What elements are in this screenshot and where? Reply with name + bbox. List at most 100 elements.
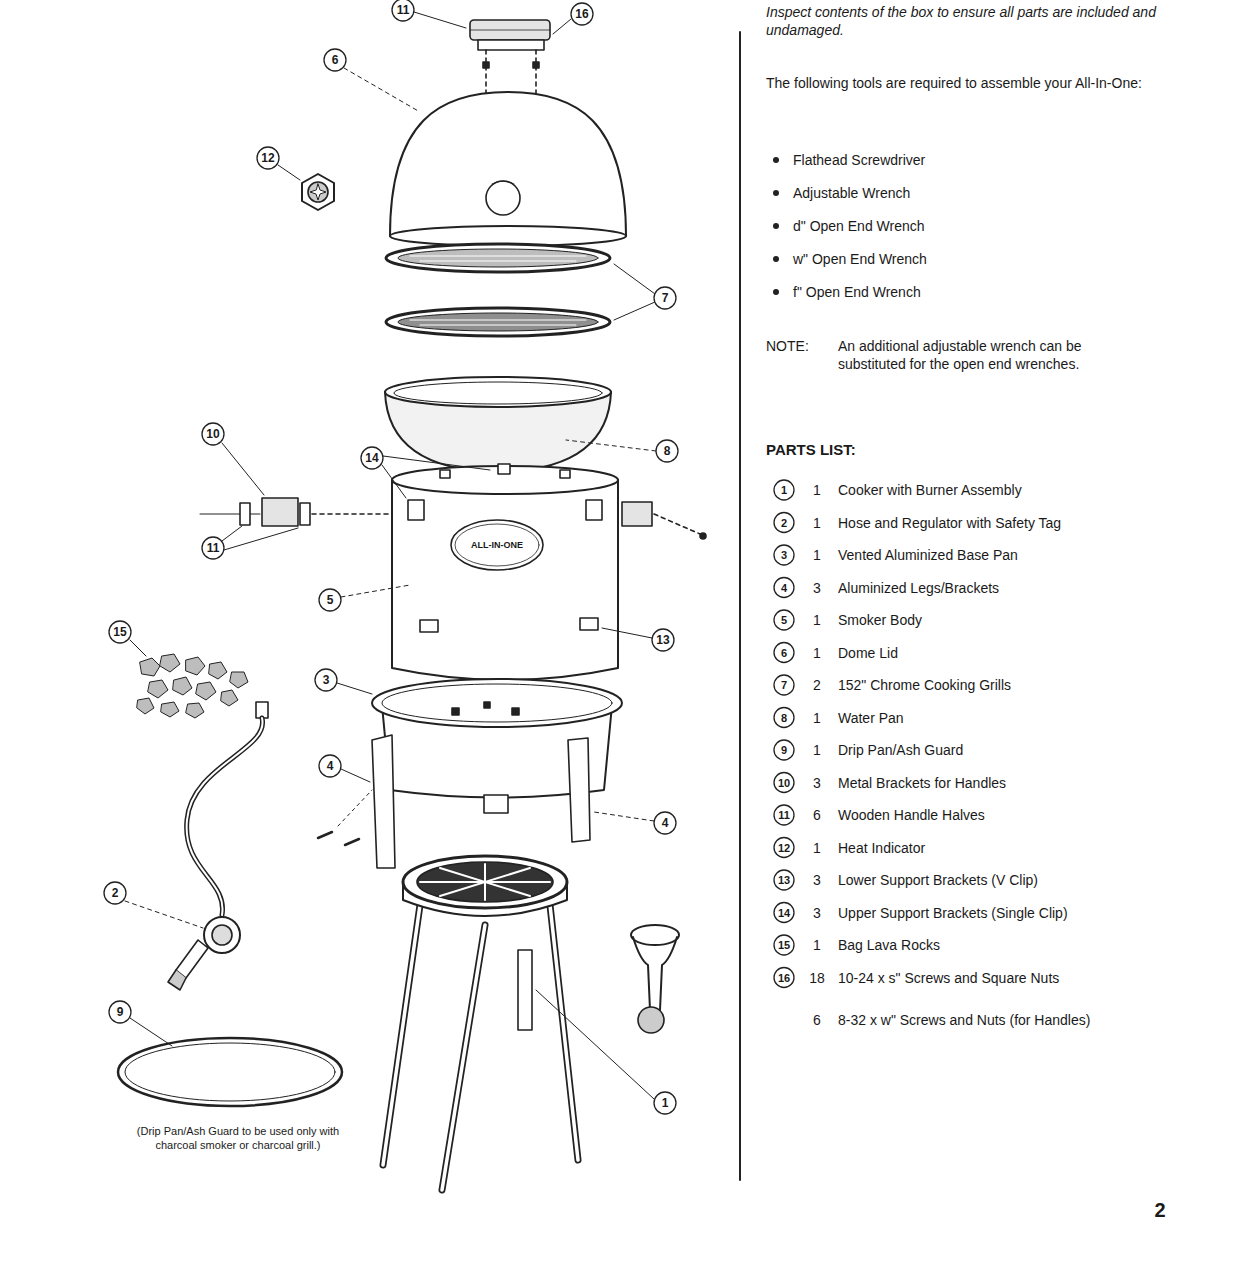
part-quantity: 1 (800, 839, 834, 857)
cooking-grill (386, 244, 610, 272)
part-description: Metal Brackets for Handles (838, 774, 1168, 792)
leader-line (125, 12, 656, 1099)
cooker-burner (417, 862, 553, 902)
smoker-body (420, 620, 438, 632)
water-pan (385, 377, 611, 407)
cooking-grill (410, 320, 586, 321)
handle-assembly (300, 503, 310, 525)
callout-number: 12 (254, 150, 282, 166)
part-number: 5 (770, 612, 798, 628)
leader-line (341, 769, 370, 782)
callout-number: 10 (199, 426, 227, 442)
hose-regulator (187, 718, 263, 915)
leader-line (602, 628, 652, 638)
heat-indicator (302, 174, 334, 210)
part-description: Drip Pan/Ash Guard (838, 741, 1168, 759)
leg-bracket (345, 839, 359, 845)
part-number: 11 (770, 807, 798, 823)
part-description: Dome Lid (838, 644, 1168, 662)
cooking-grill (386, 308, 610, 336)
part-number: 2 (770, 515, 798, 531)
smoker-body (392, 480, 618, 680)
drip-pan (118, 1038, 342, 1106)
bullet-dot (773, 256, 779, 262)
part-description: Cooker with Burner Assembly (838, 481, 1168, 499)
lid-handle (470, 30, 550, 31)
water-pan (385, 377, 611, 472)
part-description: Lower Support Brackets (V Clip) (838, 871, 1168, 889)
part-description: Upper Support Brackets (Single Clip) (838, 904, 1168, 922)
drip-pan (125, 1043, 335, 1101)
part-quantity: 1 (800, 481, 834, 499)
callout-number: 11 (199, 540, 227, 556)
part-quantity: 1 (800, 611, 834, 629)
handle-assembly (200, 498, 706, 539)
part-description: Hose and Regulator with Safety Tag (838, 514, 1168, 532)
part-number: 9 (770, 742, 798, 758)
lava-rocks (186, 657, 205, 675)
callout-number: 1 (651, 1095, 679, 1111)
water-pan (394, 382, 602, 404)
part-description: 152" Chrome Cooking Grills (838, 676, 1168, 694)
hose-regulator (187, 718, 263, 915)
leader-line (130, 1018, 172, 1046)
callout-number: 7 (651, 290, 679, 306)
leader-line (566, 440, 656, 451)
lava-rocks (137, 698, 154, 714)
note-text: An additional adjustable wrench can be s… (838, 337, 1148, 373)
bullet-dot (773, 223, 779, 229)
lava-rocks (137, 654, 248, 718)
leader-line (130, 640, 146, 656)
cooking-grill (420, 325, 576, 326)
lava-rocks (173, 677, 192, 695)
part-quantity: 1 (800, 546, 834, 564)
leader-line (383, 456, 490, 470)
part-quantity: 18 (800, 969, 834, 987)
base-pan (382, 684, 612, 722)
lid-handle (470, 20, 550, 40)
part-number: 7 (770, 677, 798, 693)
leader-line (224, 528, 298, 550)
callout-number: 11 (389, 2, 417, 18)
callout-number: 16 (568, 6, 596, 22)
cooking-grill (386, 244, 610, 336)
smoker-body (560, 470, 570, 478)
leader-line (222, 443, 264, 495)
callout-number: 2 (101, 885, 129, 901)
leader-line (382, 465, 406, 498)
lid-handle (533, 62, 539, 68)
cooker-burner (518, 950, 532, 1030)
smoker-body (392, 464, 618, 680)
bullet-dot (773, 289, 779, 295)
part-quantity: 1 (800, 741, 834, 759)
part-number: 6 (770, 645, 798, 661)
leg-bracket (372, 735, 395, 868)
part-description: Water Pan (838, 709, 1168, 727)
cooker-burner (631, 925, 679, 945)
part-number: 16 (770, 970, 798, 986)
handle-assembly (240, 503, 250, 525)
leader-line (341, 585, 410, 597)
smoker-body (580, 618, 598, 630)
leader-line (614, 302, 655, 320)
part-description: 8-32 x w" Screws and Nuts (for Handles) (838, 1011, 1168, 1029)
lava-rocks (148, 680, 168, 698)
part-number: 3 (770, 547, 798, 563)
part-quantity: 1 (800, 514, 834, 532)
smoker-body (440, 470, 450, 478)
part-quantity: 6 (800, 1011, 834, 1029)
cooker-burner (383, 905, 420, 1165)
part-number: 1 (770, 482, 798, 498)
leader-line (337, 683, 372, 694)
cooker-burner (550, 905, 578, 1160)
cooking-grill (420, 261, 576, 262)
cooker-burner (440, 868, 530, 896)
leader-line (536, 990, 654, 1099)
part-description: 10-24 x s" Screws and Square Nuts (838, 969, 1168, 987)
caption-note: (Drip Pan/Ash Guard to be used only with… (128, 1124, 348, 1152)
handle-assembly (200, 514, 260, 515)
lava-rocks (209, 662, 227, 679)
part-quantity: 3 (800, 579, 834, 597)
cooking-grill (398, 249, 598, 267)
